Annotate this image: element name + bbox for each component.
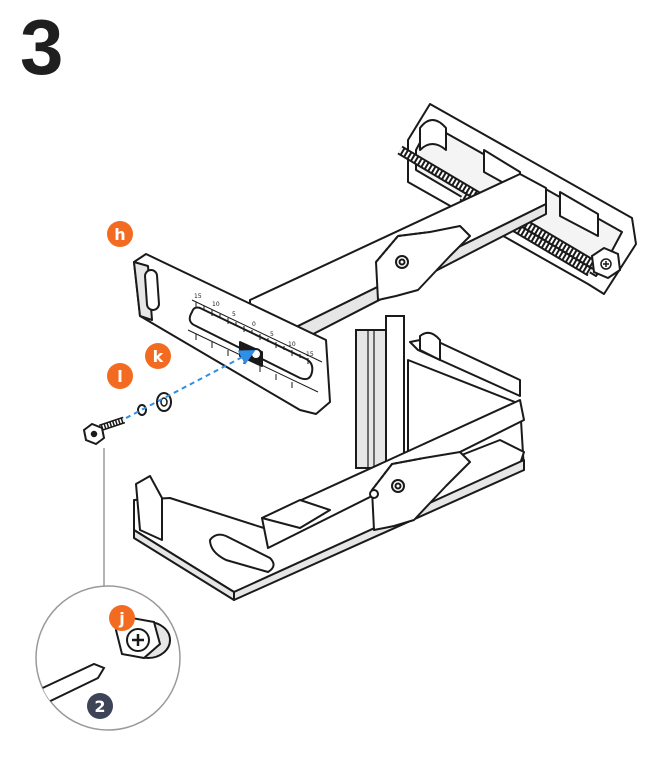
svg-text:l: l bbox=[117, 367, 122, 386]
lock-washer bbox=[137, 404, 147, 416]
bottom-bracket bbox=[133, 331, 525, 601]
scale-tick-label: 5 bbox=[270, 331, 274, 338]
detail-inset bbox=[35, 585, 181, 731]
scale-tick-label: 15 bbox=[306, 351, 314, 358]
screw-l bbox=[82, 416, 126, 446]
rod-hex-nut bbox=[590, 246, 622, 280]
svg-text:2: 2 bbox=[94, 697, 105, 716]
callout-k: k bbox=[145, 343, 171, 369]
svg-text:k: k bbox=[153, 347, 164, 366]
callout-j: j bbox=[109, 605, 135, 631]
scale-tick-label: 10 bbox=[212, 301, 220, 308]
scale-tick-label: 10 bbox=[288, 341, 296, 348]
svg-text:j: j bbox=[118, 609, 124, 628]
scale-tick-label: 15 bbox=[194, 293, 202, 300]
top-arm bbox=[249, 173, 547, 347]
scale-tick-label: 0 bbox=[252, 321, 256, 328]
step-number: 3 bbox=[20, 3, 64, 91]
vertical-post bbox=[355, 315, 405, 469]
svg-text:h: h bbox=[114, 225, 125, 244]
scale-tick-label: 5 bbox=[232, 311, 236, 318]
insertion-arrow bbox=[125, 350, 256, 419]
tool-number-badge: 2 bbox=[87, 693, 113, 719]
callout-h: h bbox=[107, 221, 133, 247]
callout-l: l bbox=[107, 363, 133, 389]
scale-labels: 15 10 5 0 5 10 15 bbox=[194, 293, 314, 358]
